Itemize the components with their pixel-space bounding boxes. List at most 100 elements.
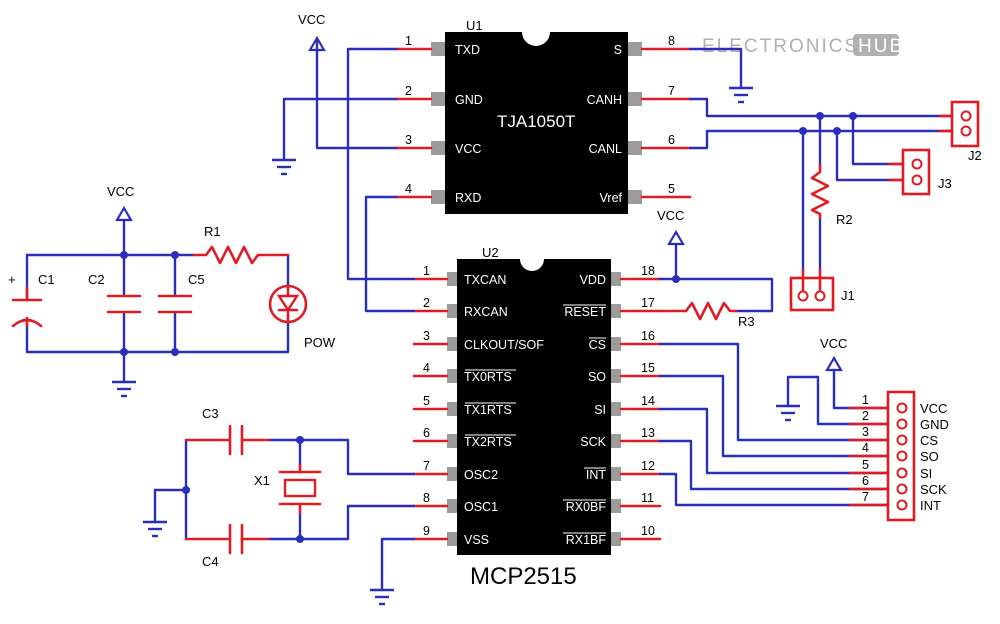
vcc-label: VCC xyxy=(298,12,325,27)
u2-pin-num: 17 xyxy=(641,296,655,310)
u2-pin-num: 12 xyxy=(641,459,655,473)
u1-pin-num: 3 xyxy=(405,133,412,147)
u2-pin-name: RXCAN xyxy=(464,305,508,319)
vcc-symbol-u2: VCC xyxy=(657,208,685,246)
u2-pin-num: 11 xyxy=(641,491,654,505)
ground-icon xyxy=(776,404,800,422)
header-pin-num: 2 xyxy=(862,409,869,423)
u2-pin-name: SCK xyxy=(580,435,606,449)
brand-word-electronics: ELECTRONICS xyxy=(702,36,859,57)
u2-pin-num: 2 xyxy=(423,296,430,310)
u1-pin-name: RXD xyxy=(455,191,481,205)
header-pin-name: VCC xyxy=(920,401,947,416)
j3-label: J3 xyxy=(938,176,952,191)
u2-pin-num: 7 xyxy=(423,459,430,473)
u2-pin-name: TX2RTS xyxy=(464,435,512,449)
u1-pin-num: 2 xyxy=(405,84,412,98)
r3-label: R3 xyxy=(738,314,755,329)
u1-pin-name: TXD xyxy=(455,43,480,57)
u2-pin-name: VSS xyxy=(464,533,489,547)
u2-pin-name: TX1RTS xyxy=(464,403,512,417)
header-pin-num: 3 xyxy=(862,425,869,439)
ground-icon xyxy=(272,158,296,176)
u2-part: MCP2515 xyxy=(470,563,577,590)
u2-pin-num: 4 xyxy=(423,361,430,375)
connector-j2: J2 xyxy=(938,100,982,163)
capacitor-c3: C3 xyxy=(184,406,270,456)
junction-dots xyxy=(120,112,857,543)
u2-pin-name: SI xyxy=(594,403,606,417)
u2-pin-name: INT xyxy=(586,468,607,482)
header-pin-num: 6 xyxy=(862,474,869,488)
u2-pin-name: RESET xyxy=(564,305,606,319)
u1-pin-num: 4 xyxy=(405,182,412,196)
u2-pin-name: CLKOUT/SOF xyxy=(464,338,544,352)
u2-pin-num: 1 xyxy=(423,264,430,278)
u1-pin-num: 1 xyxy=(405,34,412,48)
c2-label: C2 xyxy=(88,272,105,287)
u1-pin-num: 7 xyxy=(668,84,675,98)
u2-pin-name: VDD xyxy=(580,273,606,287)
vcc-label: VCC xyxy=(657,208,684,223)
ground-icon xyxy=(370,588,394,606)
u1-part: TJA1050T xyxy=(497,112,575,131)
u1-pin-name: CANL xyxy=(589,142,622,156)
header-pin-name: GND xyxy=(920,417,949,432)
vcc-symbol-power: VCC xyxy=(107,184,134,222)
u2-chip: U2 MCP2515 TXCAN RXCAN CLKOUT/SOF TX0RTS… xyxy=(412,245,662,590)
u2-pin-num: 13 xyxy=(641,426,655,440)
header-pin-num: 4 xyxy=(862,441,869,455)
u1-pin-name: CANH xyxy=(587,93,622,107)
u1-pin-num: 6 xyxy=(668,133,675,147)
capacitor-c2: C2 xyxy=(88,272,142,314)
u1-pin-num: 5 xyxy=(668,182,675,196)
u1-pin-num: 8 xyxy=(668,34,675,48)
u2-pin-num: 14 xyxy=(641,394,655,408)
led-label: POW xyxy=(304,335,336,350)
spi-header: 1 2 3 4 5 6 7 VCC GND CS SO SI SCK INT xyxy=(848,390,949,522)
header-pin-name: CS xyxy=(920,433,938,448)
resistor-r1: R1 xyxy=(192,224,290,265)
x1-label: X1 xyxy=(254,473,270,488)
u2-pin-num: 3 xyxy=(423,329,430,343)
j2-label: J2 xyxy=(968,148,982,163)
u2-pin-num: 15 xyxy=(641,361,655,375)
u2-pin-name: TX0RTS xyxy=(464,370,512,384)
u2-pin-num: 5 xyxy=(423,394,430,408)
u2-pin-num: 18 xyxy=(641,264,655,278)
u1-pin-name: VCC xyxy=(455,142,481,156)
header-pin-num: 1 xyxy=(862,393,869,407)
resistor-r3: R3 xyxy=(658,301,755,329)
header-pin-num: 5 xyxy=(862,458,869,472)
r2-label: R2 xyxy=(836,212,853,227)
led-pow: POW xyxy=(268,284,336,350)
brand-word-hub: HUB xyxy=(858,36,904,57)
wires xyxy=(25,47,962,592)
u1-chip: U1 TJA1050T TXD GND VCC RXD S CANH CANL … xyxy=(394,18,692,214)
c1-label: C1 xyxy=(38,272,55,287)
u2-ref: U2 xyxy=(482,245,499,260)
u2-pin-name: RX1BF xyxy=(566,533,607,547)
u2-pin-name: TXCAN xyxy=(464,273,506,287)
u2-pin-num: 10 xyxy=(641,524,655,538)
u1-pin-name: S xyxy=(614,43,622,57)
ground-icon xyxy=(729,86,753,104)
c5-label: C5 xyxy=(188,272,205,287)
u1-pin-name: Vref xyxy=(600,191,623,205)
r1-label: R1 xyxy=(204,224,221,239)
vcc-symbol-header: VCC xyxy=(820,336,847,372)
c3-label: C3 xyxy=(202,406,219,421)
u2-pin-name: RX0BF xyxy=(566,500,607,514)
capacitor-c4: C4 xyxy=(184,523,270,569)
header-pin-name: SCK xyxy=(920,482,947,497)
jumper-j1: J1 xyxy=(789,268,855,312)
header-pin-num: 7 xyxy=(862,490,869,504)
vcc-label: VCC xyxy=(107,184,134,199)
header-pin-name: INT xyxy=(920,498,941,513)
ground-icon xyxy=(143,520,167,538)
capacitor-c5: C5 xyxy=(157,272,205,314)
u1-pin-name: GND xyxy=(455,93,483,107)
brand-logo: ELECTRONICS HUB xyxy=(702,34,904,57)
connector-j3: J3 xyxy=(888,148,952,196)
u2-pin-num: 9 xyxy=(423,524,430,538)
